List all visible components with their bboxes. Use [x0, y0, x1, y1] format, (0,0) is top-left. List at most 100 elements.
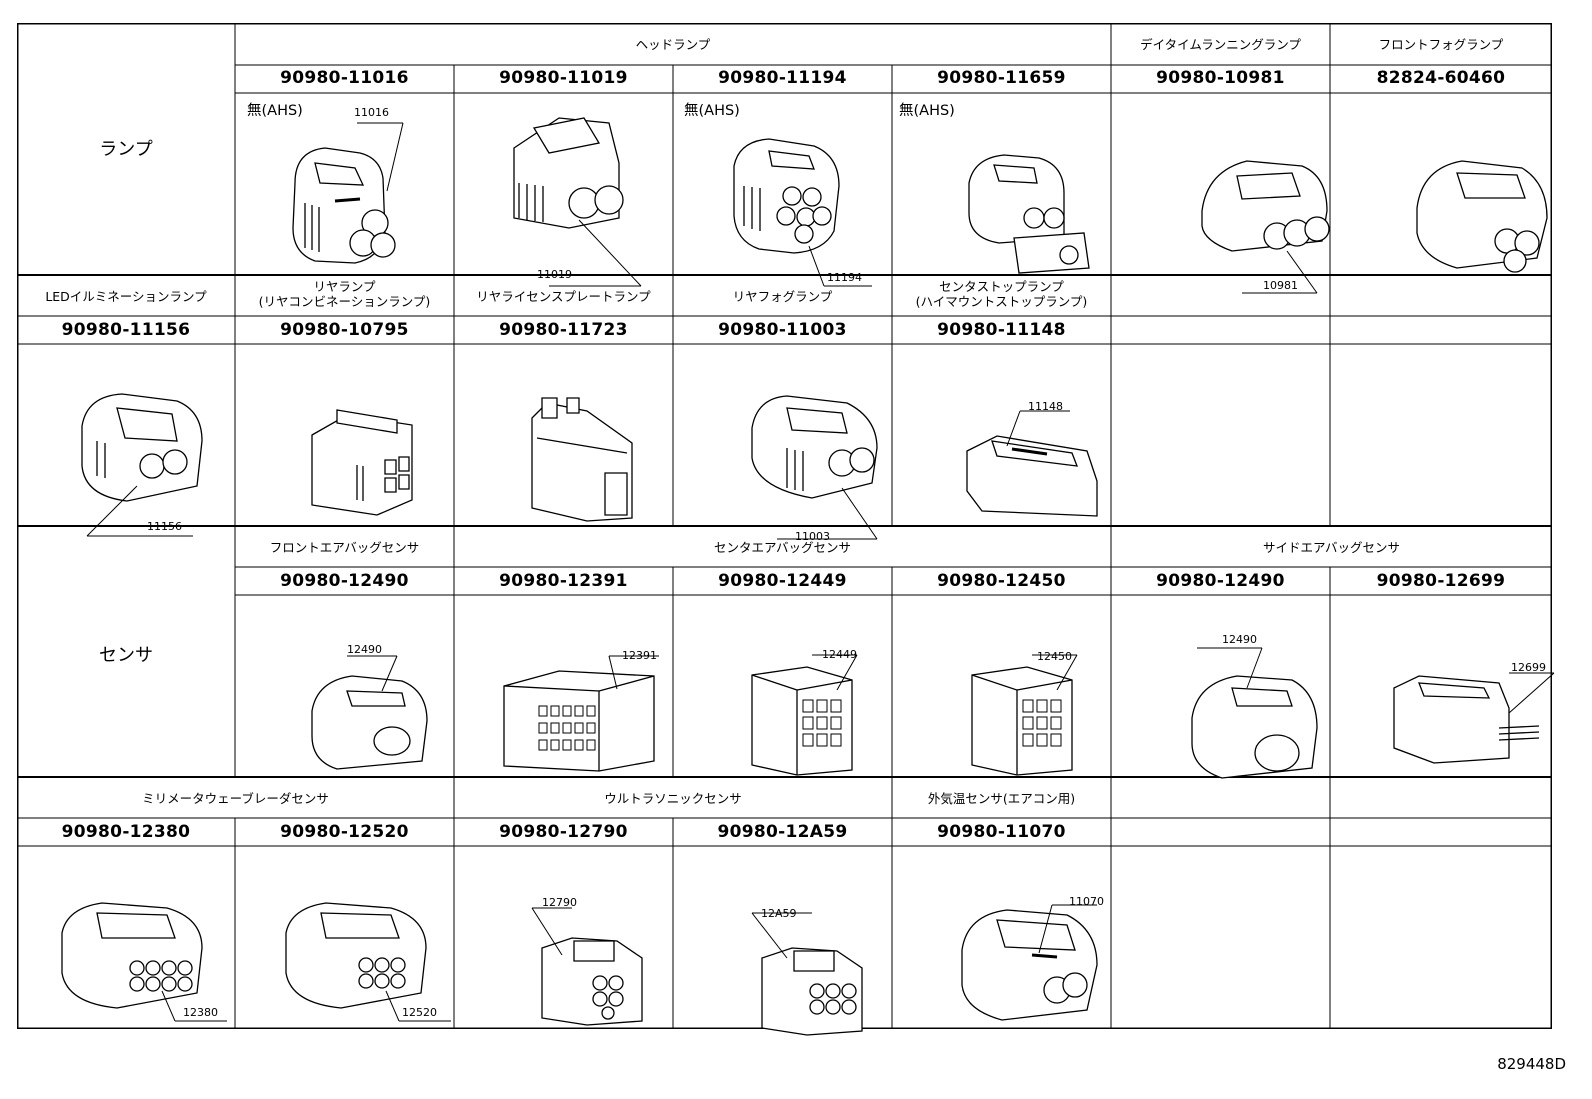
callout-11156: 11156 — [147, 520, 182, 533]
pn-cell: 90980-11019 — [454, 68, 673, 92]
connector-12790-drawing — [532, 903, 662, 1033]
pn-cell: 90980-11148 — [892, 320, 1111, 344]
header-cell: ミリメータウェーブレーダセンサ — [17, 791, 454, 811]
pn-cell: 90980-12391 — [454, 571, 673, 595]
header-ultrasonic: ウルトラソニックセンサ — [604, 791, 742, 806]
header-cell: リヤランプ (リヤコンビネーションランプ) — [235, 279, 454, 315]
connector-11156-drawing — [67, 386, 217, 546]
header-cell: フロントフォグランプ — [1330, 37, 1552, 57]
connector-12A59-drawing — [752, 913, 882, 1038]
part-number: 82824-60460 — [1376, 68, 1506, 88]
pn-cell: 90980-12450 — [892, 571, 1111, 595]
connector-60460-drawing — [1407, 143, 1557, 283]
header-cell: リヤフォグランプ — [673, 289, 892, 309]
pn-cell: 82824-60460 — [1330, 68, 1552, 92]
callout-11194: 11194 — [827, 271, 862, 284]
callout-12520: 12520 — [402, 1006, 437, 1019]
connector-12699-drawing — [1389, 668, 1559, 768]
callout-12450: 12450 — [1037, 650, 1072, 663]
callout-11070: 11070 — [1069, 895, 1104, 908]
pn-cell: 90980-11723 — [454, 320, 673, 344]
pn-cell: 90980-10981 — [1111, 68, 1330, 92]
header-rear-fog: リヤフォグランプ — [732, 289, 833, 304]
header-license-lamp: リヤライセンスプレートランプ — [476, 289, 651, 304]
header-cell: リヤライセンスプレートランプ — [454, 289, 673, 309]
part-number: 90980-10981 — [1156, 68, 1285, 88]
part-number: 90980-11723 — [499, 320, 628, 340]
header-cell: フロントエアバッグセンサ — [235, 540, 454, 560]
header-cell: ウルトラソニックセンサ — [454, 791, 892, 811]
pn-cell: 90980-12790 — [454, 822, 673, 846]
callout-12699: 12699 — [1511, 661, 1546, 674]
pn-cell: 90980-12699 — [1330, 571, 1552, 595]
connector-11659-drawing — [959, 143, 1099, 283]
header-center-stop: センタストップランプ (ハイマウントストップランプ) — [915, 279, 1088, 309]
pn-cell: 90980-11003 — [673, 320, 892, 344]
connector-12380-drawing — [57, 893, 227, 1033]
no-ahs-note: 無(AHS) — [247, 103, 303, 119]
part-number: 90980-12380 — [61, 822, 191, 842]
no-ahs-note: 無(AHS) — [899, 103, 955, 119]
pn-cell: 90980-10795 — [235, 320, 454, 344]
part-number: 90980-12A59 — [717, 822, 848, 842]
connector-11016-drawing — [275, 123, 425, 273]
table-grid — [17, 23, 1552, 1029]
pn-cell: 90980-12380 — [17, 822, 235, 846]
part-number: 90980-12490 — [280, 571, 409, 591]
header-cell: LEDイルミネーションランプ — [17, 289, 235, 309]
connector-11148-drawing — [952, 401, 1112, 531]
callout-11016: 11016 — [354, 106, 389, 119]
part-number: 90980-12520 — [280, 822, 409, 842]
header-led-illumination: LEDイルミネーションランプ — [45, 289, 207, 304]
connector-11019-drawing — [499, 108, 659, 268]
pn-cell: 90980-11659 — [892, 68, 1111, 92]
part-number: 90980-11070 — [937, 822, 1066, 842]
callout-12391: 12391 — [622, 649, 657, 662]
connector-11723-drawing — [527, 393, 657, 528]
header-side-airbag: サイドエアバッグセンサ — [1262, 540, 1400, 555]
header-headlamp: ヘッドランプ — [635, 37, 711, 52]
header-cell: センタエアバッグセンサ — [454, 540, 1111, 560]
connector-12391-drawing — [499, 651, 664, 776]
header-mmwave: ミリメータウェーブレーダセンサ — [142, 791, 329, 806]
part-number: 90980-12699 — [1376, 571, 1506, 591]
no-ahs-note: 無(AHS) — [684, 103, 740, 119]
connector-table: ランプ センサ ヘッドランプ デイタイムランニングランプ フロントフォグランプ … — [17, 23, 1552, 1029]
part-number: 90980-11148 — [937, 320, 1066, 340]
pn-cell: 90980-12520 — [235, 822, 454, 846]
pn-cell: 90980-11016 — [235, 68, 454, 92]
pn-cell: 90980-11070 — [892, 822, 1111, 846]
callout-12A59: 12A59 — [761, 907, 797, 920]
header-cell: ヘッドランプ — [235, 37, 1111, 57]
part-number: 90980-11659 — [937, 68, 1066, 88]
pn-cell: 90980-12490 — [235, 571, 454, 595]
callout-10981: 10981 — [1263, 279, 1298, 292]
connector-12449-drawing — [747, 655, 877, 780]
header-cell: センタストップランプ (ハイマウントストップランプ) — [892, 279, 1111, 315]
callout-12490-side: 12490 — [1222, 633, 1257, 646]
pn-cell: 90980-11194 — [673, 68, 892, 92]
connector-11003-drawing — [747, 388, 897, 548]
document-id: 829448D — [1497, 1055, 1566, 1073]
header-rear-lamp: リヤランプ (リヤコンビネーションランプ) — [258, 279, 431, 309]
connector-12520-drawing — [281, 893, 451, 1033]
callout-11003: 11003 — [795, 530, 830, 543]
part-number: 90980-11016 — [280, 68, 409, 88]
pn-cell: 90980-12490 — [1111, 571, 1330, 595]
connector-12490-front-drawing — [307, 651, 437, 791]
part-number: 90980-11194 — [718, 68, 847, 88]
header-cell: デイタイムランニングランプ — [1111, 37, 1330, 57]
part-number: 90980-12449 — [718, 571, 847, 591]
callout-12790: 12790 — [542, 896, 577, 909]
callout-12380: 12380 — [183, 1006, 218, 1019]
callout-12490-front: 12490 — [347, 643, 382, 656]
part-number: 90980-11019 — [499, 68, 628, 88]
part-number: 90980-12790 — [499, 822, 628, 842]
connector-10981-drawing — [1192, 141, 1342, 291]
header-cell: 外気温センサ(エアコン用) — [892, 791, 1111, 811]
callout-11148: 11148 — [1028, 400, 1063, 413]
pn-cell: 90980-12A59 — [673, 822, 892, 846]
connector-11194-drawing — [714, 121, 864, 276]
header-cell: サイドエアバッグセンサ — [1111, 540, 1552, 560]
part-number: 90980-12450 — [937, 571, 1066, 591]
